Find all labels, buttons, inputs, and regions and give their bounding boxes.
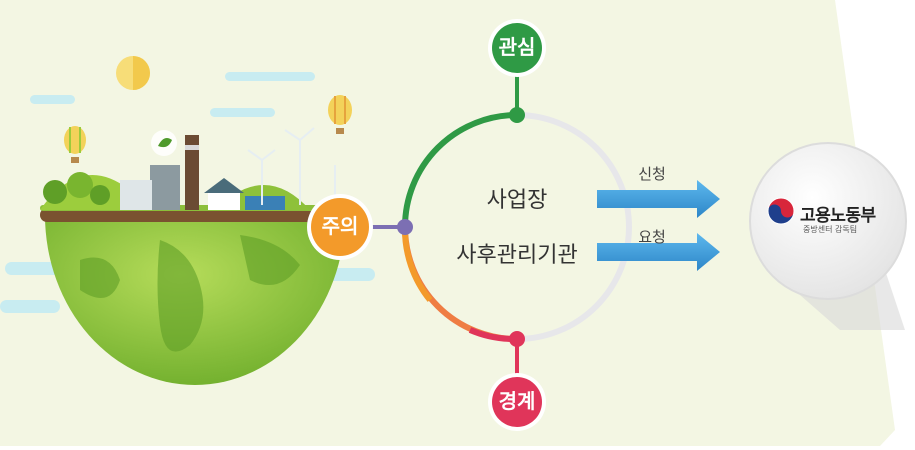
- stage-caution-label: 주의: [321, 214, 359, 238]
- balloon-icon: [64, 126, 86, 163]
- arrow-request-label: 요청: [638, 228, 666, 246]
- stage-warning-label: 경계: [498, 389, 536, 413]
- org-team: 중방센터 감독팀: [803, 225, 858, 234]
- earth-illustration: [40, 127, 350, 385]
- ministry-logo-icon: [767, 197, 795, 225]
- badge-interest: [488, 19, 546, 77]
- balloon-icon: [328, 95, 352, 134]
- badge-caution: [307, 194, 373, 260]
- org-circle: [749, 142, 907, 330]
- stage-interest-label: 관심: [498, 35, 536, 59]
- arrow-request: [597, 233, 720, 271]
- arrow-apply-label: 신청: [638, 165, 666, 183]
- center-line2: 사후관리기관: [456, 243, 578, 268]
- center-line1: 사업장: [486, 188, 548, 213]
- badge-warning: [488, 373, 546, 431]
- org-name: 고용노동부: [800, 206, 876, 226]
- arrow-apply: [597, 180, 720, 218]
